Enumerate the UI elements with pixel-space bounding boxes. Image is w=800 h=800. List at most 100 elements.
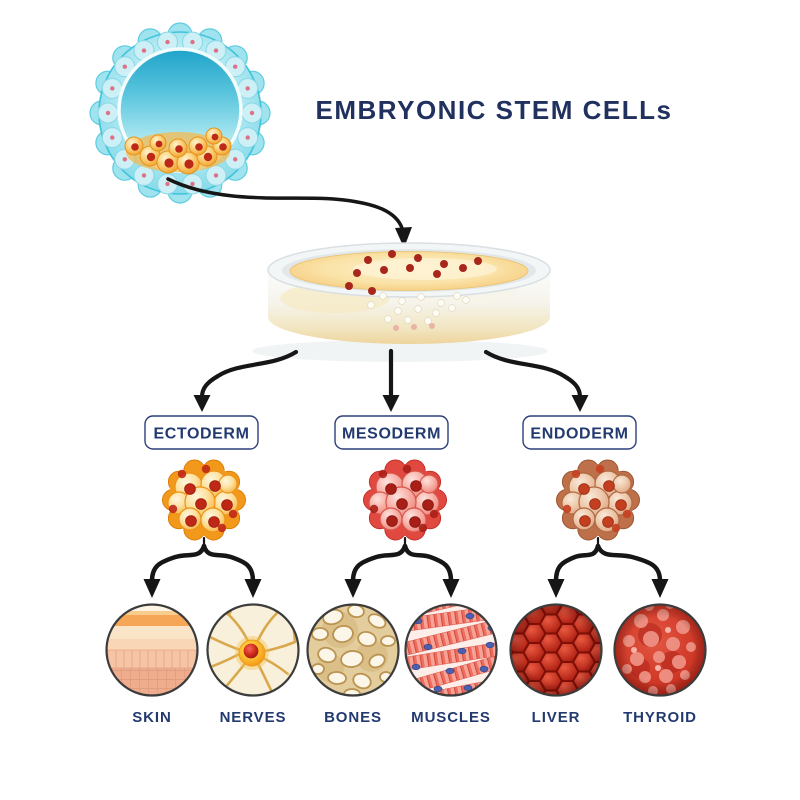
trophoblast-nucleus bbox=[122, 157, 128, 162]
label-box bbox=[144, 415, 259, 450]
circle-border bbox=[404, 603, 498, 697]
petri-dish-illustration bbox=[252, 242, 551, 362]
trophoblast-nucleus bbox=[249, 110, 255, 116]
muscle-nucleus bbox=[465, 612, 475, 620]
germ-layer-label: MESODERM bbox=[342, 426, 441, 443]
bone-pore bbox=[368, 653, 386, 669]
muscle-nucleus bbox=[433, 685, 443, 693]
trophoblast-nucleus bbox=[141, 48, 147, 53]
cluster-cell bbox=[612, 474, 632, 494]
arrow-endoderm-split bbox=[547, 536, 669, 598]
thyroid-shading bbox=[615, 605, 705, 695]
cluster-nucleus bbox=[378, 469, 388, 479]
tissue-circle-thyroid bbox=[613, 603, 707, 697]
arrow-curve bbox=[483, 349, 583, 400]
mesoderm-cells-illustration bbox=[363, 459, 447, 541]
culture-dot-pink bbox=[393, 325, 399, 331]
arrow-head bbox=[193, 395, 211, 412]
culture-dot-red bbox=[474, 257, 482, 265]
arrow-head bbox=[571, 395, 589, 412]
trophoblast-nucleus bbox=[245, 135, 250, 140]
liver-lobule bbox=[588, 680, 601, 695]
cluster-nucleus bbox=[418, 523, 428, 533]
germ-layer-box-endoderm: ENDODERM bbox=[522, 415, 637, 450]
cluster-nucleus bbox=[195, 498, 207, 510]
cluster-cell bbox=[419, 474, 439, 494]
bone-pore bbox=[367, 613, 387, 629]
arrow-head bbox=[395, 227, 412, 248]
culture-dot-red bbox=[406, 264, 414, 272]
cluster-nucleus bbox=[571, 469, 581, 479]
culture-dot-white bbox=[462, 296, 470, 304]
skin-layer bbox=[107, 611, 197, 615]
arrow-head bbox=[651, 579, 669, 598]
culture-dot-white bbox=[367, 301, 375, 309]
skin-layer bbox=[107, 639, 197, 650]
tissue-label-nerves: NERVES bbox=[220, 709, 287, 726]
cluster-nucleus bbox=[603, 480, 615, 492]
culture-dot-white bbox=[379, 292, 387, 300]
arrow-to-bones bbox=[350, 543, 408, 584]
inner-cell-mass bbox=[124, 127, 232, 175]
culture-dot-white bbox=[414, 305, 422, 313]
culture-dot-red bbox=[388, 250, 396, 258]
culture-dot-white bbox=[448, 304, 456, 312]
germ-layer-label: ENDODERM bbox=[530, 426, 628, 443]
cluster-nucleus bbox=[602, 516, 614, 528]
bone-pore bbox=[360, 605, 376, 606]
bone-pores bbox=[311, 605, 396, 695]
cluster-nucleus bbox=[228, 509, 238, 519]
culture-dot-red bbox=[440, 260, 448, 268]
muscle-fiber bbox=[406, 642, 496, 671]
cluster-nucleus bbox=[578, 483, 590, 495]
cluster-nucleus bbox=[595, 464, 605, 474]
culture-dot-red bbox=[380, 266, 388, 274]
arrow-head bbox=[547, 579, 565, 598]
tissue-label-skin: SKIN bbox=[132, 709, 171, 726]
label-box bbox=[334, 415, 449, 450]
thyroid-histology bbox=[615, 605, 705, 695]
skin-layer bbox=[107, 605, 197, 613]
icm-nucleus bbox=[131, 143, 139, 151]
culture-dot-red bbox=[353, 269, 361, 277]
muscle-nucleus bbox=[463, 684, 473, 692]
bone-pore bbox=[380, 635, 396, 647]
trophoblast-nucleus bbox=[110, 135, 115, 140]
bone-pore bbox=[357, 630, 377, 648]
culture-dot-red bbox=[459, 264, 467, 272]
bone-pore bbox=[332, 625, 354, 643]
trophoblast-nucleus bbox=[245, 86, 250, 91]
arrow-to-muscles bbox=[402, 543, 454, 584]
bone-pore bbox=[311, 627, 329, 641]
muscle-nucleus bbox=[479, 665, 489, 673]
arrow-head bbox=[143, 579, 161, 598]
cluster-nucleus bbox=[185, 515, 197, 527]
muscle-histology bbox=[406, 605, 496, 695]
trophoblast-nucleus bbox=[190, 39, 195, 45]
tissue-circle-bones bbox=[306, 603, 400, 697]
arrow-to-thyroid bbox=[595, 543, 663, 584]
page-title: EMBRYONIC STEM CELLs bbox=[316, 95, 673, 125]
tissue-label-thyroid: THYROID bbox=[623, 709, 697, 726]
icm-nucleus bbox=[155, 140, 163, 148]
arrow-dish-to-mesoderm bbox=[382, 348, 400, 412]
muscle-nucleus bbox=[423, 643, 433, 651]
icm-nucleus bbox=[211, 133, 219, 141]
blastocyst-illustration bbox=[89, 22, 271, 204]
arrow-head bbox=[382, 395, 400, 412]
liver-lobule bbox=[511, 689, 531, 695]
tissue-label-liver: LIVER bbox=[532, 709, 581, 726]
cluster-nucleus bbox=[386, 515, 398, 527]
trophoblast-nucleus bbox=[105, 110, 111, 116]
culture-dot-red bbox=[345, 282, 353, 290]
cluster-nucleus bbox=[562, 504, 572, 514]
cluster-nucleus bbox=[168, 504, 178, 514]
label-box bbox=[522, 415, 637, 450]
arrow-to-nerves bbox=[201, 543, 256, 584]
muscle-nucleus bbox=[411, 663, 421, 671]
dish-shadow bbox=[252, 340, 548, 362]
circle-border bbox=[306, 603, 400, 697]
neuron-histology bbox=[208, 605, 298, 695]
bone-pore bbox=[340, 650, 364, 668]
